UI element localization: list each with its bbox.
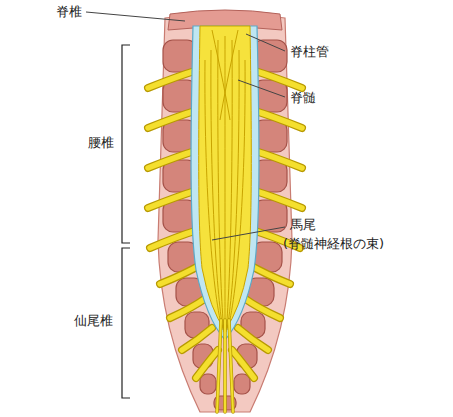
region-brackets: [122, 45, 130, 398]
part-label: 馬尾: [290, 217, 316, 233]
part-label: 脊椎: [56, 4, 82, 20]
part-label: 脊柱管: [290, 44, 329, 60]
filum-nerves: [217, 320, 233, 412]
cauda-equina-strands: [205, 30, 245, 332]
part-label: 腰椎: [88, 135, 114, 151]
part-label: 脊髄: [290, 90, 316, 106]
spinal-canal: [191, 26, 259, 340]
leader-lines: [86, 12, 285, 240]
part-label: 仙尾椎: [74, 313, 113, 329]
part-label: (脊髄神経根の束): [283, 236, 384, 252]
